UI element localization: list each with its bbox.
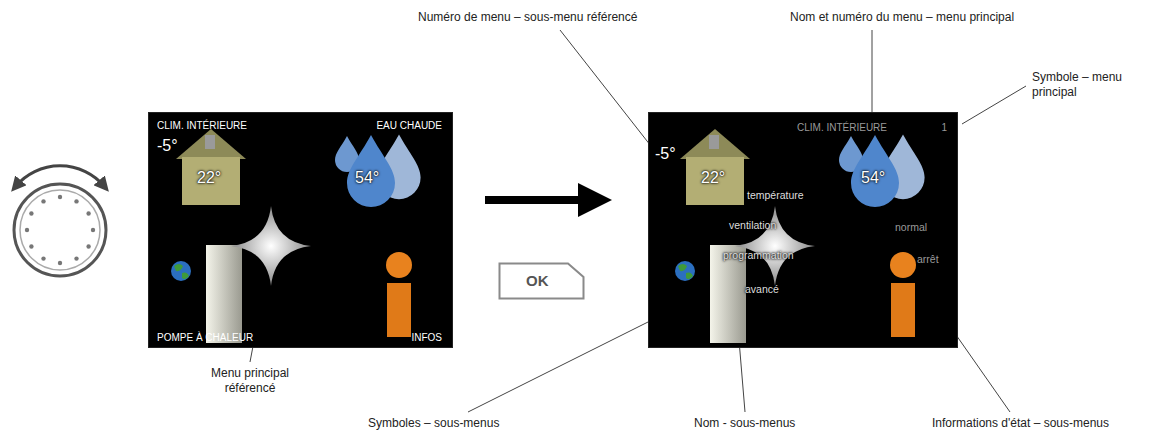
- submenu-name: ventilation: [729, 219, 776, 231]
- temperature-value: -5°: [157, 137, 178, 155]
- rotary-dial: [14, 166, 106, 276]
- display-screen: CLIM. INTÉRIEURE 1 -5° 22° 54° température ven…: [648, 112, 958, 348]
- menu-title: CLIM. INTÉRIEURE: [797, 122, 887, 133]
- menu-title: INFOS: [411, 332, 442, 343]
- callout-label: Symbole – menu principal: [1032, 70, 1144, 100]
- temperature-value: 54°: [355, 169, 379, 187]
- temperature-value: 22°: [701, 169, 725, 187]
- submenu-status: normal: [895, 221, 927, 233]
- callout-label: Numéro de menu – sous-menu référencé: [418, 10, 637, 25]
- callout-label: Informations d'état – sous-menus: [932, 416, 1109, 431]
- menu-title: POMPE À CHALEUR: [157, 332, 253, 343]
- screen-icons: [149, 113, 459, 349]
- button-label: OK: [526, 272, 549, 289]
- callout-label: Nom et numéro du menu – menu principal: [790, 10, 1014, 25]
- flow-arrow: [485, 183, 612, 217]
- temperature-value: 22°: [197, 169, 221, 187]
- submenu-name: température: [747, 189, 804, 201]
- submenu-name: avancé: [745, 283, 779, 295]
- menu-title: EAU CHAUDE: [376, 120, 442, 131]
- submenu-name: programmation: [723, 249, 794, 261]
- temperature-value: 54°: [861, 169, 885, 187]
- callout-label: Nom - sous-menus: [694, 416, 795, 431]
- menu-title: CLIM. INTÉRIEURE: [157, 120, 247, 131]
- menu-number: 1: [941, 122, 947, 133]
- callout-label: Menu principal référencé: [190, 366, 310, 396]
- callout-label: Symboles – sous-menus: [368, 416, 499, 431]
- display-screen: CLIM. INTÉRIEURE EAU CHAUDE -5° 22° 54° POMPE…: [148, 112, 453, 348]
- submenu-status: arrêt: [917, 253, 939, 265]
- ok-button: OK: [498, 262, 585, 300]
- temperature-value: -5°: [655, 145, 676, 163]
